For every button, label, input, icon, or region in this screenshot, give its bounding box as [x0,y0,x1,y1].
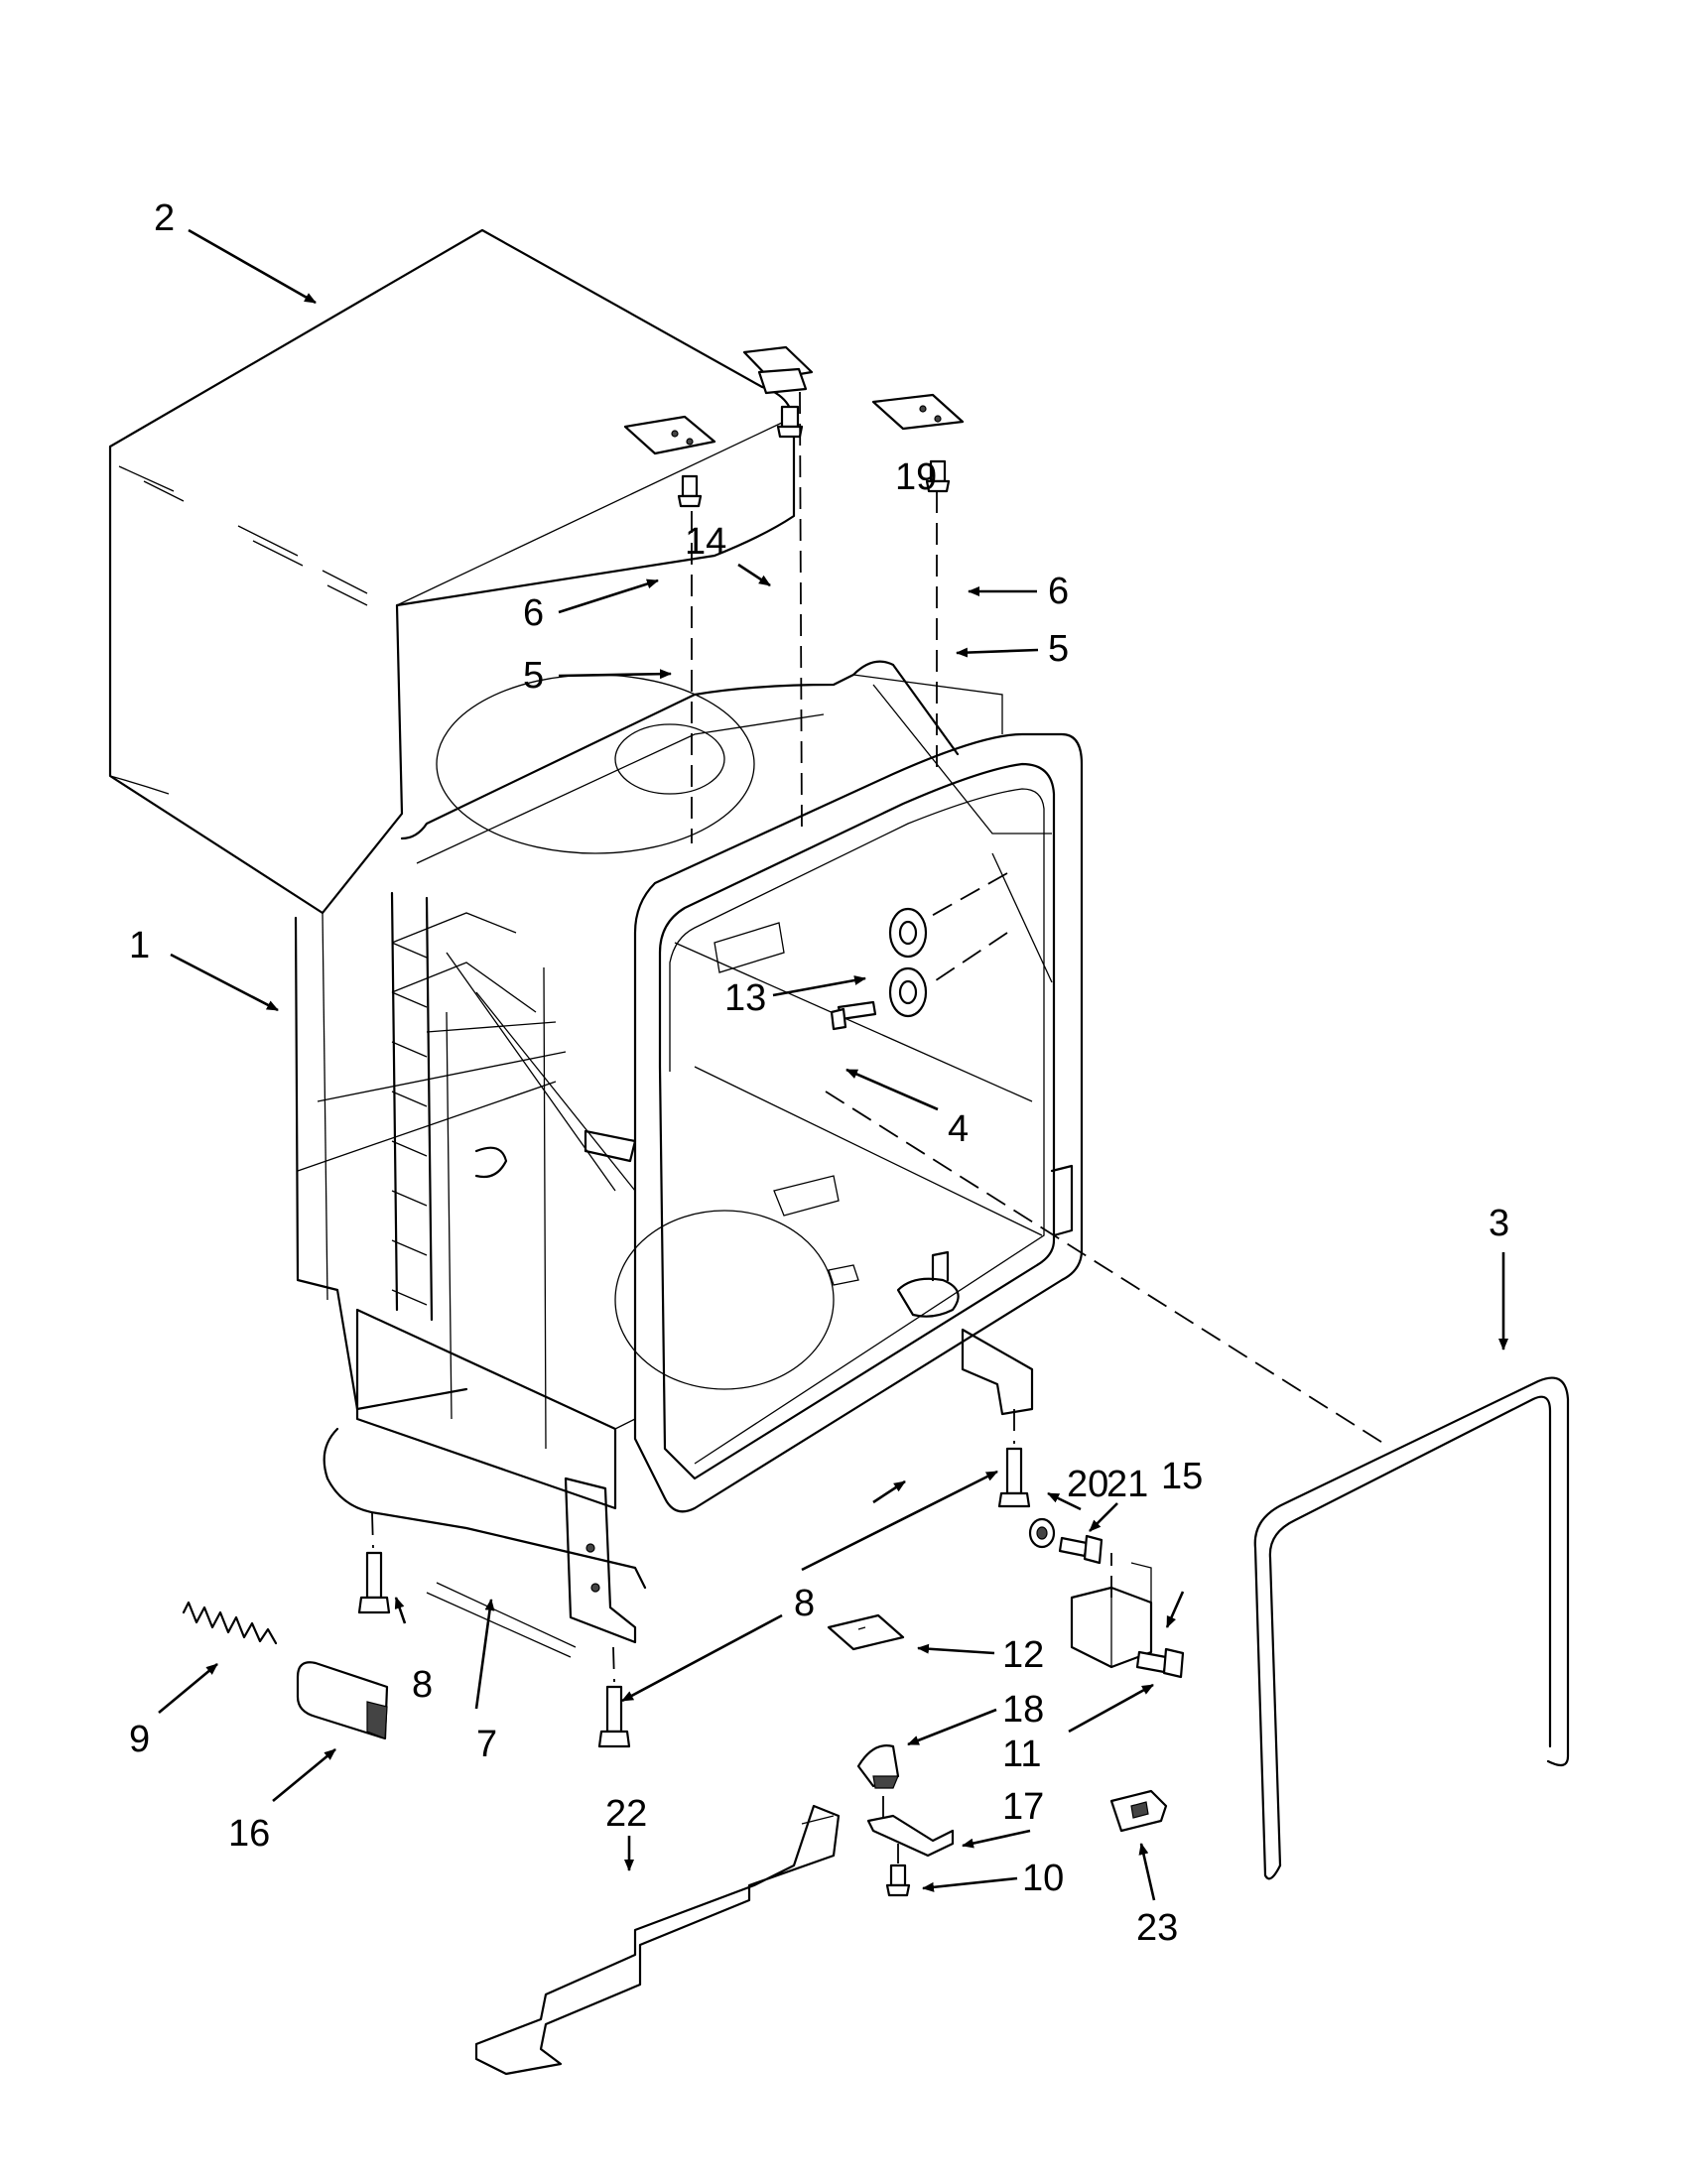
part-19-strike [742,345,814,395]
part-11-screw [1135,1647,1185,1679]
callout-6-left: 6 [523,592,544,634]
callout-7: 7 [476,1724,497,1765]
part-5-screw-left [677,474,703,508]
callout-19: 19 [895,456,937,498]
door-gasket [1253,1376,1570,1880]
part-8-leveling-leg-left [357,1551,391,1614]
part-8-leveling-leg-center [597,1685,631,1748]
part-10-screw [885,1863,911,1897]
part-6-bracket-left [623,415,716,455]
callout-2: 2 [154,197,175,239]
callout-4: 4 [948,1108,969,1150]
callout-17: 17 [1002,1786,1044,1828]
part-14-screw [776,405,804,439]
callout-9: 9 [129,1719,150,1760]
callout-15: 15 [1161,1456,1203,1497]
part-23-clip [1109,1789,1168,1833]
callout-14: 14 [685,521,726,563]
callout-8-left: 8 [412,1664,433,1706]
callout-18: 18 [1002,1689,1044,1731]
callout-11: 11 [1002,1734,1041,1775]
callout-12: 12 [1002,1634,1044,1676]
part-21-bolt [1058,1534,1104,1565]
callout-23: 23 [1136,1907,1178,1949]
callout-8-center: 8 [794,1583,815,1624]
callout-leaders [158,228,1508,1901]
callout-16: 16 [228,1813,270,1855]
callout-1: 1 [129,925,150,966]
callout-6-right: 6 [1048,571,1069,612]
alignment-lines [371,391,1385,1863]
dishwasher-tub [294,660,1084,1644]
callout-20: 20 [1067,1464,1108,1505]
callout-22: 22 [605,1793,647,1835]
part-4-screw [830,1000,877,1031]
part-20-washer [1028,1517,1056,1549]
part-5-screw-right [925,459,951,493]
callout-5-right: 5 [1048,628,1069,670]
part-8-leveling-leg-right [997,1447,1031,1508]
part-17-bracket [866,1814,955,1858]
part-22-panel [474,1804,841,2076]
part-7-hose [426,1582,577,1658]
callout-13: 13 [724,977,766,1019]
part-9-spring [182,1601,278,1645]
callout-21: 21 [1106,1464,1148,1505]
part-12-tag [827,1613,905,1651]
part-13-rack-rollers [888,907,928,1018]
callout-labels: 2 1 3 4 5 5 6 6 7 8 8 9 16 10 11 12 13 1… [129,197,1509,1949]
part-18-clip [856,1744,900,1789]
callout-10: 10 [1022,1858,1064,1899]
insulation-blanket [108,228,796,915]
callout-3: 3 [1489,1203,1509,1244]
callout-5-left: 5 [523,655,544,697]
part-16-cap [296,1661,389,1740]
part-6-bracket-right [871,393,965,431]
